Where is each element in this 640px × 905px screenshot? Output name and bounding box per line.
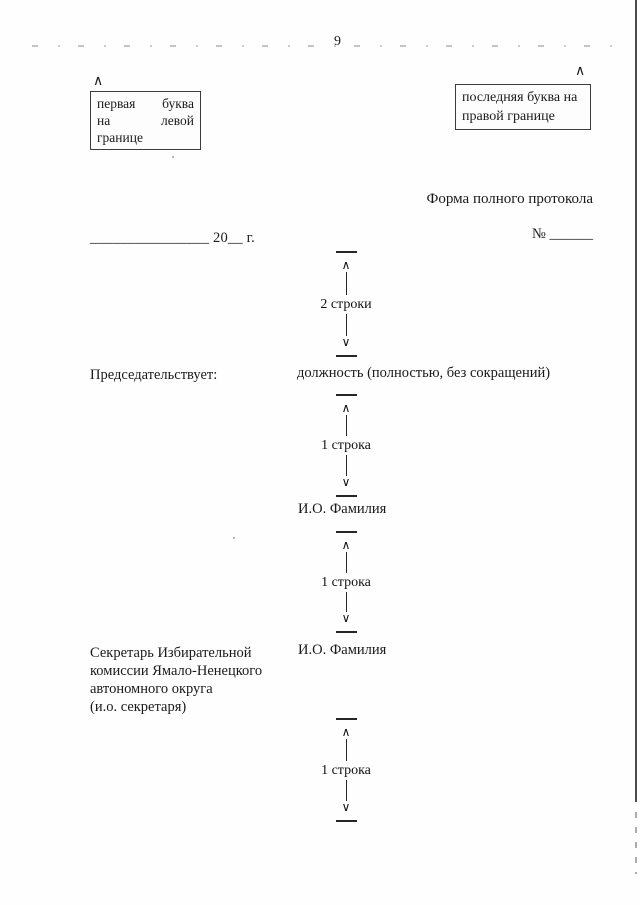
marker-label: 1 строка bbox=[321, 438, 371, 453]
note-word: буква bbox=[162, 96, 194, 111]
marker-label: 1 строка bbox=[321, 574, 371, 590]
boundary-bar bbox=[335, 495, 357, 497]
spacing-marker-1-line: ∧ 1 строка ∨ bbox=[306, 718, 386, 822]
arrow-up-icon: ∧ bbox=[341, 401, 351, 415]
note-line: правой границе bbox=[462, 109, 555, 124]
spacing-marker-1-line: ∧ 1 строка ∨ bbox=[306, 531, 386, 633]
boundary-caret-icon: ∧ bbox=[93, 73, 104, 89]
note-line: первая буква bbox=[97, 95, 194, 112]
arrow-up-icon: ∧ bbox=[341, 258, 351, 272]
secretary-line: автономного округа bbox=[90, 681, 213, 697]
note-word: левой bbox=[161, 113, 194, 128]
marker-line bbox=[345, 455, 347, 476]
secretary-line: комиссии Ямало-Ненецкого bbox=[90, 663, 263, 679]
boundary-bar bbox=[335, 394, 357, 396]
marker-line bbox=[345, 779, 347, 801]
note-word: на bbox=[97, 113, 111, 128]
arrow-down-icon: ∨ bbox=[341, 800, 351, 814]
date-blank-line: ________________ 20__ г. bbox=[90, 230, 255, 246]
marker-line bbox=[345, 739, 347, 761]
scan-artifact-dot bbox=[172, 156, 174, 158]
marker-label: 2 строки bbox=[320, 296, 372, 312]
number-blank-field: ______ bbox=[549, 226, 594, 242]
margin-note-left-boundary: первая буква на левой границе bbox=[90, 91, 201, 150]
arrow-up-icon: ∧ bbox=[341, 725, 351, 739]
marker-label: 1 строка bbox=[321, 762, 371, 778]
scan-artifact-dashed-line bbox=[32, 45, 628, 47]
margin-note-right-boundary: последняя буква на правой границе bbox=[455, 84, 591, 130]
name-placeholder: И.О. Фамилия bbox=[298, 501, 387, 517]
boundary-bar bbox=[335, 718, 357, 720]
chair-label: Председательствует: bbox=[90, 367, 218, 383]
marker-line bbox=[345, 415, 347, 436]
boundary-bar bbox=[335, 531, 357, 533]
number-sign-label: № bbox=[532, 226, 546, 242]
marker-line bbox=[345, 272, 347, 295]
form-title: Форма полного протокола bbox=[426, 191, 593, 207]
note-line: границе bbox=[97, 130, 143, 145]
note-word: первая bbox=[97, 96, 136, 111]
boundary-bar bbox=[335, 631, 357, 633]
scan-artifact-right-edge-dashes bbox=[635, 812, 637, 874]
boundary-bar bbox=[335, 820, 357, 822]
arrow-up-icon: ∧ bbox=[341, 538, 351, 552]
spacing-marker-1-line: ∧ 1 строка ∨ bbox=[306, 394, 386, 497]
boundary-bar bbox=[335, 251, 357, 253]
spacing-marker-2-lines: ∧ 2 строки ∨ bbox=[306, 251, 386, 357]
note-line: последняя буква на bbox=[462, 90, 578, 105]
marker-line bbox=[345, 313, 347, 336]
page-number: 9 bbox=[334, 34, 341, 49]
marker-line bbox=[345, 591, 347, 612]
arrow-down-icon: ∨ bbox=[341, 335, 351, 349]
position-hint: должность (полностью, без сокращений) bbox=[297, 365, 551, 381]
arrow-down-icon: ∨ bbox=[341, 475, 351, 489]
name-placeholder: И.О. Фамилия bbox=[298, 642, 387, 658]
protocol-number-line: № ______ bbox=[532, 226, 593, 243]
scan-artifact-right-edge bbox=[635, 0, 637, 802]
note-line: на левой bbox=[97, 112, 194, 129]
marker-line bbox=[345, 552, 347, 573]
secretary-label-block: Секретарь Избирательной комиссии Ямало-Н… bbox=[90, 644, 262, 716]
boundary-bar bbox=[335, 355, 357, 357]
arrow-down-icon: ∨ bbox=[341, 611, 351, 625]
secretary-line: Секретарь Избирательной bbox=[90, 645, 252, 661]
scan-artifact-dot bbox=[233, 537, 235, 539]
boundary-caret-icon: ∧ bbox=[575, 63, 586, 79]
secretary-line: (и.о. секретаря) bbox=[90, 699, 187, 715]
